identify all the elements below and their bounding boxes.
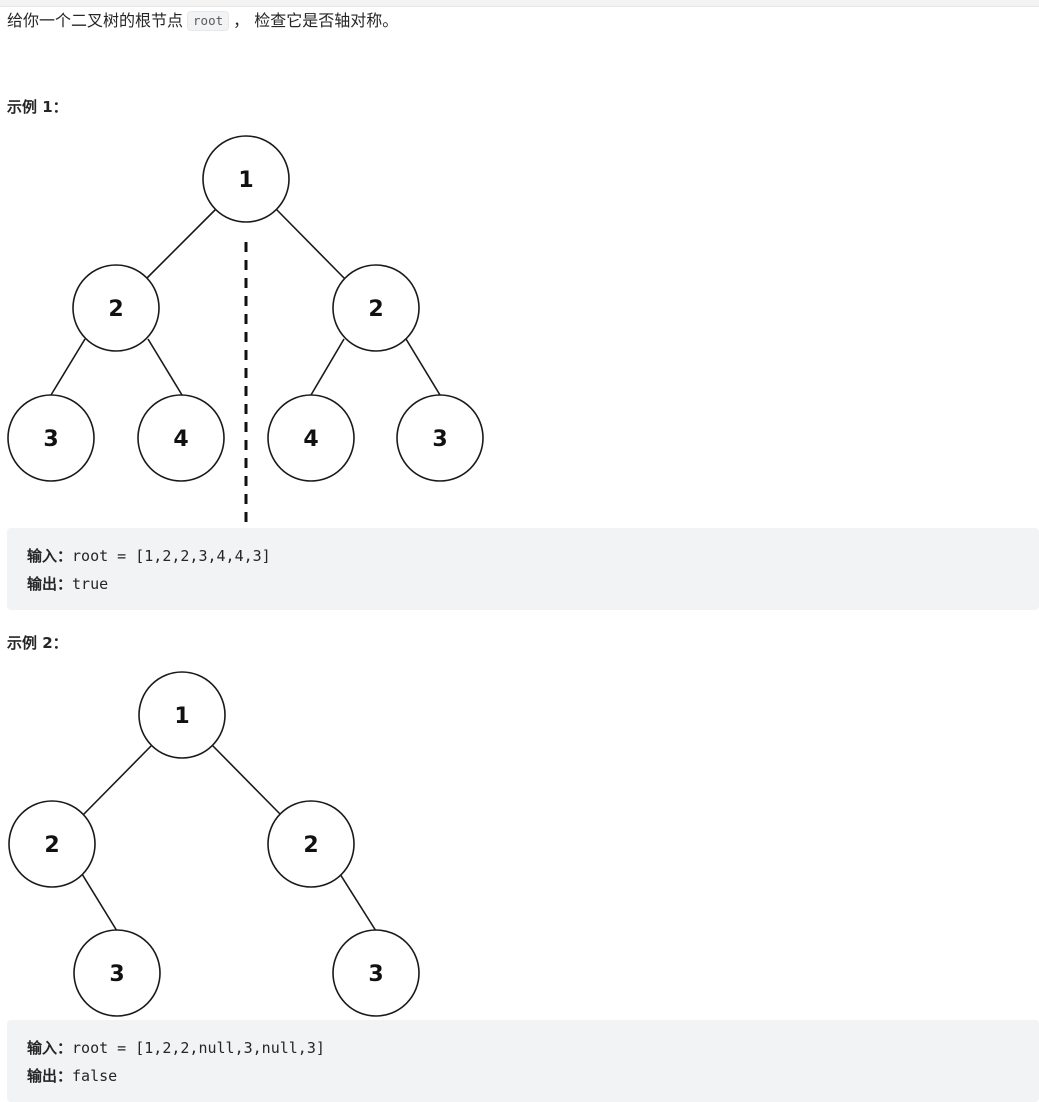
example-1-io-block: 输入：root = [1,2,2,3,4,4,3] 输出：true: [7, 528, 1039, 610]
node-label: 4: [303, 427, 318, 452]
input-value: root = [1,2,2,null,3,null,3]: [72, 1039, 325, 1057]
tree-edge: [405, 338, 441, 396]
node-label: 3: [432, 427, 447, 452]
tree-node-left-right: 3: [73, 929, 161, 1017]
node-label: 2: [303, 833, 318, 858]
tree-edge: [50, 338, 86, 396]
output-value: true: [72, 575, 109, 593]
tree-node-right: 2: [332, 264, 420, 352]
inline-code-root: root: [187, 11, 230, 31]
node-label: 3: [109, 962, 124, 987]
tree-edge: [147, 338, 183, 396]
node-label: 3: [368, 962, 383, 987]
tree-node-right-left: 4: [267, 394, 355, 482]
tree-edge: [339, 873, 377, 932]
node-label: 4: [173, 427, 188, 452]
intro-text: 给你一个二叉树的根节点: [7, 11, 184, 30]
input-line: 输入：root = [1,2,2,3,4,4,3]: [27, 542, 1019, 570]
node-label: 2: [44, 833, 59, 858]
tree-edge: [81, 873, 118, 932]
tree-node-left-right: 4: [137, 394, 225, 482]
example-2-title: 示例 2：: [7, 634, 68, 652]
tree-node-right-right: 3: [332, 929, 420, 1017]
tree-edge: [211, 744, 283, 817]
node-label: 3: [43, 427, 58, 452]
tree-node-left: 2: [72, 264, 160, 352]
example-1-tree-diagram: 1 2 2 3 4 4 3: [7, 135, 484, 526]
output-line: 输出：false: [27, 1062, 1019, 1090]
node-label: 1: [174, 704, 189, 729]
node-label: 1: [238, 168, 253, 193]
tree-node-left: 2: [8, 800, 96, 888]
input-value: root = [1,2,2,3,4,4,3]: [72, 547, 271, 565]
tree-node-left-left: 3: [7, 394, 95, 482]
input-line: 输入：root = [1,2,2,null,3,null,3]: [27, 1034, 1019, 1062]
example-2-tree-diagram: 1 2 2 3 3: [8, 671, 420, 1017]
tree-node-root: 1: [138, 671, 226, 759]
example-2-io-block: 输入：root = [1,2,2,null,3,null,3] 输出：false: [7, 1020, 1039, 1102]
tree-node-right-right: 3: [396, 394, 484, 482]
tree-edge: [310, 338, 345, 396]
tree-edge: [81, 744, 153, 817]
node-label: 2: [368, 297, 383, 322]
tree-node-root: 1: [202, 135, 290, 223]
output-label: 输出：: [27, 575, 73, 593]
intro-text-end: ， 检查它是否轴对称。: [233, 11, 399, 30]
tree-node-right: 2: [267, 800, 355, 888]
tree-edge: [144, 208, 217, 281]
output-line: 输出：true: [27, 570, 1019, 598]
node-label: 2: [108, 297, 123, 322]
input-label: 输入：: [27, 547, 73, 565]
tree-edge: [275, 208, 347, 281]
top-divider: [0, 0, 1039, 7]
input-label: 输入：: [27, 1039, 73, 1057]
example-1-title: 示例 1：: [7, 98, 68, 116]
